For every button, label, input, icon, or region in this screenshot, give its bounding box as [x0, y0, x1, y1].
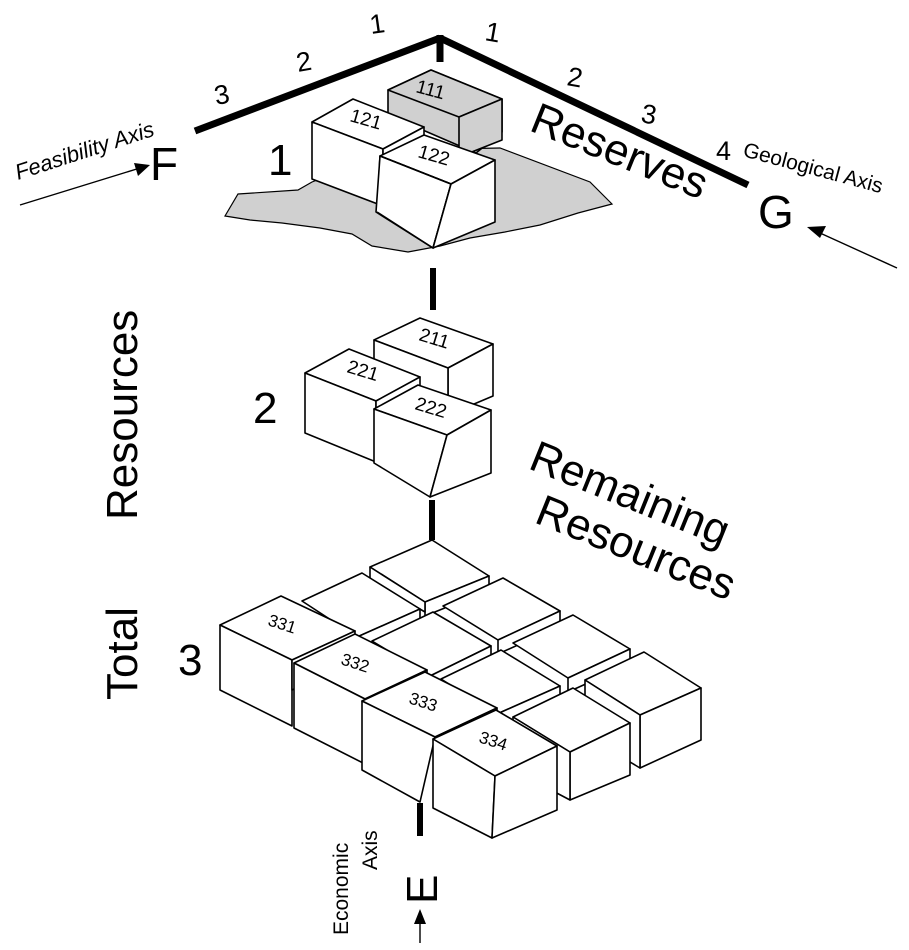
- feasibility-axis-label: Feasibility Axis: [12, 116, 157, 184]
- resources-level: 211 221 222 2 Resources: [98, 310, 494, 520]
- geological-axis-letter: G: [758, 186, 794, 238]
- resources-level-number: 2: [253, 384, 277, 433]
- economic-axis-letter: E: [398, 875, 447, 904]
- geological-arrow-icon: [807, 226, 826, 238]
- feasibility-tick-1: 1: [368, 8, 387, 40]
- geological-arrow-shaft: [819, 232, 898, 269]
- cube-211: 211: [373, 317, 494, 416]
- economic-axis-label-line1: Economic: [330, 843, 353, 935]
- feasibility-axis-line: [193, 34, 442, 135]
- resources-label: Resources: [98, 310, 147, 520]
- total-level: 331 332 333 334 3 Total: [98, 539, 702, 839]
- geological-tick-4: 4: [716, 136, 731, 166]
- geological-tick-2: 2: [565, 61, 585, 93]
- economic-axis: E Economic Axis: [330, 803, 447, 943]
- geological-tick-1: 1: [483, 16, 503, 48]
- cube-111: 111: [387, 69, 503, 158]
- total-level-number: 3: [178, 636, 202, 685]
- feasibility-arrow-icon: [134, 163, 150, 176]
- geological-axis-line: [438, 34, 750, 189]
- reserves-level: 111 121 122 1 Reserves: [224, 69, 715, 253]
- feasibility-axis-letter: F: [150, 138, 178, 190]
- feasibility-tick-2: 2: [294, 46, 314, 78]
- economic-arrow-icon: [414, 909, 426, 924]
- cube-222: 222: [373, 384, 492, 498]
- economic-axis-label-line2: Axis: [359, 830, 382, 870]
- reserves-level-number: 1: [268, 136, 292, 185]
- feasibility-tick-3: 3: [212, 79, 232, 111]
- grid-cube-mid-right: [512, 614, 631, 693]
- total-label: Total: [98, 607, 147, 700]
- geological-tick-3: 3: [639, 98, 659, 130]
- cube-334: 334: [432, 709, 558, 839]
- feasibility-arrow-shaft: [19, 167, 141, 206]
- cube-122: 122: [375, 134, 496, 249]
- top-axes: [193, 34, 750, 189]
